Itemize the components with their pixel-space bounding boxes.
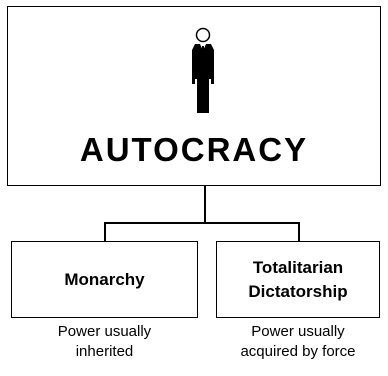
autocracy-box: AUTOCRACY: [7, 6, 381, 186]
connector-vertical-main: [204, 186, 206, 223]
totalitarian-dictatorship-label: Totalitarian Dictatorship: [217, 256, 379, 304]
person-icon: [192, 27, 214, 113]
monarchy-caption: Power usually inherited: [11, 322, 198, 362]
connector-right-drop: [298, 222, 300, 242]
monarchy-box: Monarchy: [11, 241, 198, 318]
autocracy-title: AUTOCRACY: [79, 131, 309, 168]
connector-horizontal: [104, 222, 300, 224]
monarchy-caption-line1: Power usually: [57, 323, 152, 340]
totalitarian-dictatorship-box: Totalitarian Dictatorship: [216, 241, 380, 318]
totalitarian-label-line2: Dictatorship: [248, 281, 348, 301]
monarchy-caption-line2: inherited: [75, 343, 134, 360]
monarchy-label: Monarchy: [64, 269, 145, 289]
totalitarian-label-line1: Totalitarian: [252, 257, 344, 277]
dictatorship-caption-line1: Power usually: [251, 323, 345, 340]
dictatorship-caption-line2: acquired by force: [240, 343, 356, 360]
dictatorship-caption: Power usually acquired by force: [212, 322, 384, 362]
connector-left-drop: [104, 222, 106, 242]
